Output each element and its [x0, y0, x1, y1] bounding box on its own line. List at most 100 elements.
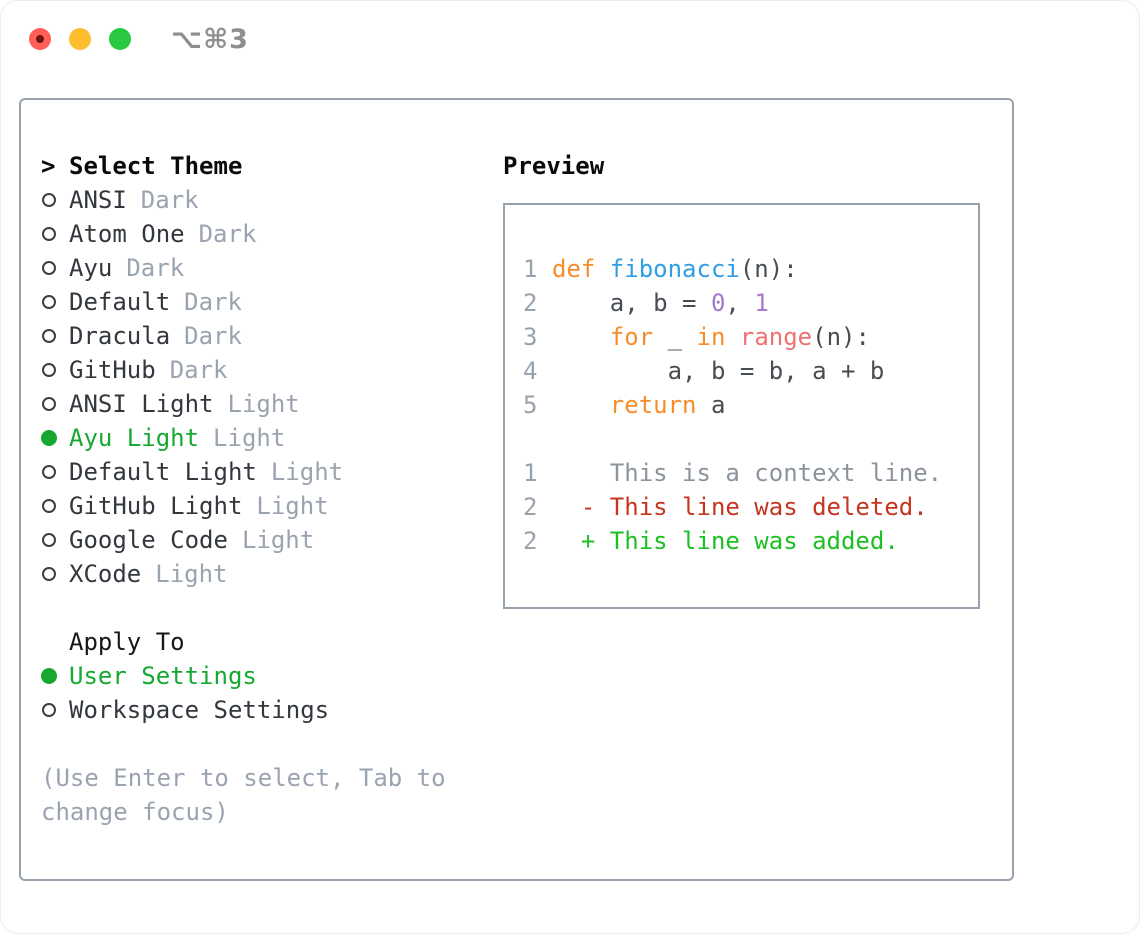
diff-sample: 1 This is a context line.2 - This line w… — [523, 456, 978, 558]
radio-icon — [42, 533, 56, 547]
theme-variant-tag: Dark — [140, 186, 199, 214]
radio-icon — [42, 363, 56, 377]
theme-name: Ayu Light — [69, 424, 200, 452]
theme-option-atom-one-dark[interactable]: Atom One Dark — [41, 217, 489, 251]
code-token: _ — [653, 323, 697, 351]
theme-option-dracula-dark[interactable]: Dracula Dark — [41, 319, 489, 353]
line-number: 2 — [523, 289, 538, 317]
code-token — [725, 323, 739, 351]
code-token: (n): — [739, 255, 798, 283]
code-token: (n): — [812, 323, 870, 351]
theme-name: GitHub — [69, 356, 156, 384]
code-line: 5 return a — [523, 388, 978, 422]
theme-option-ansi-dark[interactable]: ANSI Dark — [41, 183, 489, 217]
titlebar: ⌥⌘3 — [29, 24, 249, 55]
radio-icon — [42, 295, 56, 309]
apply-to-header: Apply To — [41, 625, 489, 659]
apply-option-workspace-settings[interactable]: Workspace Settings — [41, 693, 489, 727]
apply-option-label: Workspace Settings — [69, 696, 330, 724]
code-token: def — [552, 255, 610, 283]
theme-variant-tag: Light — [256, 492, 329, 520]
select-theme-title: Select Theme — [69, 152, 243, 180]
theme-name: ANSI Light — [69, 390, 214, 418]
focus-caret-icon: > — [41, 152, 56, 180]
theme-name: Ayu — [69, 254, 113, 282]
theme-variant-tag: Light — [155, 560, 228, 588]
radio-icon — [42, 499, 56, 513]
theme-name: GitHub Light — [69, 492, 243, 520]
code-token: a, b = b, a + b — [552, 357, 885, 385]
radio-icon — [42, 397, 56, 411]
theme-variant-tag: Light — [227, 390, 300, 418]
code-token — [552, 323, 610, 351]
radio-icon — [42, 703, 56, 717]
preview-title: Preview — [503, 152, 605, 180]
diff-line-context: 1 This is a context line. — [523, 456, 978, 490]
spacer — [41, 591, 489, 625]
theme-option-ansi-light-light[interactable]: ANSI Light Light — [41, 387, 489, 421]
code-token: range — [739, 323, 813, 351]
theme-variant-tag: Dark — [184, 288, 242, 316]
code-line: 4 a, b = b, a + b — [523, 354, 978, 388]
code-token: a — [696, 391, 726, 419]
radio-icon — [42, 465, 56, 479]
theme-name: Dracula — [69, 322, 171, 350]
theme-variant-tag: Dark — [198, 220, 257, 248]
theme-variant-tag: Light — [270, 458, 344, 486]
theme-name: XCode — [69, 560, 142, 588]
theme-variant-tag: Light — [241, 526, 315, 554]
line-number: 5 — [523, 391, 538, 419]
line-number: 3 — [523, 323, 538, 351]
minimize-button[interactable] — [69, 28, 91, 50]
apply-to-title: Apply To — [69, 628, 185, 656]
code-token: for — [609, 323, 654, 351]
theme-variant-tag: Light — [213, 424, 286, 452]
code-token: fibonacci — [609, 255, 740, 283]
theme-option-github-light-light[interactable]: GitHub Light Light — [41, 489, 489, 523]
unsaved-dot-icon — [36, 35, 44, 43]
radio-icon — [42, 193, 56, 207]
theme-option-google-code-light[interactable]: Google Code Light — [41, 523, 489, 557]
code-token: a, b = — [552, 289, 711, 317]
code-token: in — [696, 323, 726, 351]
apply-option-user-settings[interactable]: User Settings — [41, 659, 489, 693]
line-number: 1 — [523, 459, 538, 487]
theme-option-xcode-light[interactable]: XCode Light — [41, 557, 489, 591]
diff-line-added: 2 + This line was added. — [523, 524, 978, 558]
theme-name: Google Code — [69, 526, 228, 554]
hint-text: (Use Enter to select, Tab to change focu… — [41, 764, 446, 826]
radio-icon — [42, 261, 56, 275]
theme-name: ANSI — [69, 186, 127, 214]
theme-option-default-dark[interactable]: Default Dark — [41, 285, 489, 319]
theme-option-ayu-light-light[interactable]: Ayu Light Light — [41, 421, 489, 455]
theme-name: Default — [69, 288, 171, 316]
diff-line-deleted: 2 - This line was deleted. — [523, 490, 978, 524]
theme-variant-tag: Dark — [184, 322, 242, 350]
code-token: 0 — [710, 289, 726, 317]
code-token — [552, 391, 610, 419]
code-line: 3 for _ in range(n): — [523, 320, 978, 354]
diff-text: This is a context line. — [552, 459, 943, 487]
radio-selected-icon — [41, 668, 57, 684]
code-token: 1 — [754, 289, 769, 317]
radio-selected-icon — [41, 430, 57, 446]
close-button[interactable] — [29, 28, 51, 50]
theme-option-ayu-dark[interactable]: Ayu Dark — [41, 251, 489, 285]
line-number: 2 — [523, 527, 538, 555]
line-number: 2 — [523, 493, 538, 521]
theme-name: Atom One — [69, 220, 185, 248]
apply-option-label: User Settings — [69, 662, 257, 690]
radio-icon — [42, 329, 56, 343]
zoom-button[interactable] — [109, 28, 131, 50]
select-theme-header: > Select Theme — [41, 149, 489, 183]
theme-variant-tag: Dark — [126, 254, 185, 282]
